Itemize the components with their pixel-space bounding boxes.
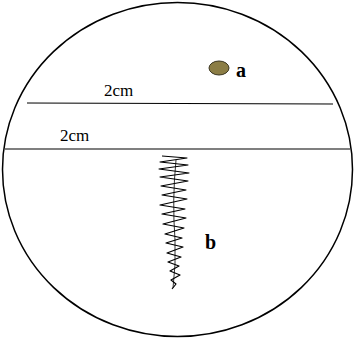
growth-b [159,156,189,289]
colony-a [209,61,229,75]
marker-line [5,148,350,149]
dimension-label: 2cm [60,127,89,144]
dish-outline [3,3,353,337]
growth-b-stem [173,160,176,288]
marker-line [27,103,333,104]
callout-letter: a [236,60,246,80]
dimension-label: 2cm [104,82,133,99]
callout-letter: b [205,232,216,252]
